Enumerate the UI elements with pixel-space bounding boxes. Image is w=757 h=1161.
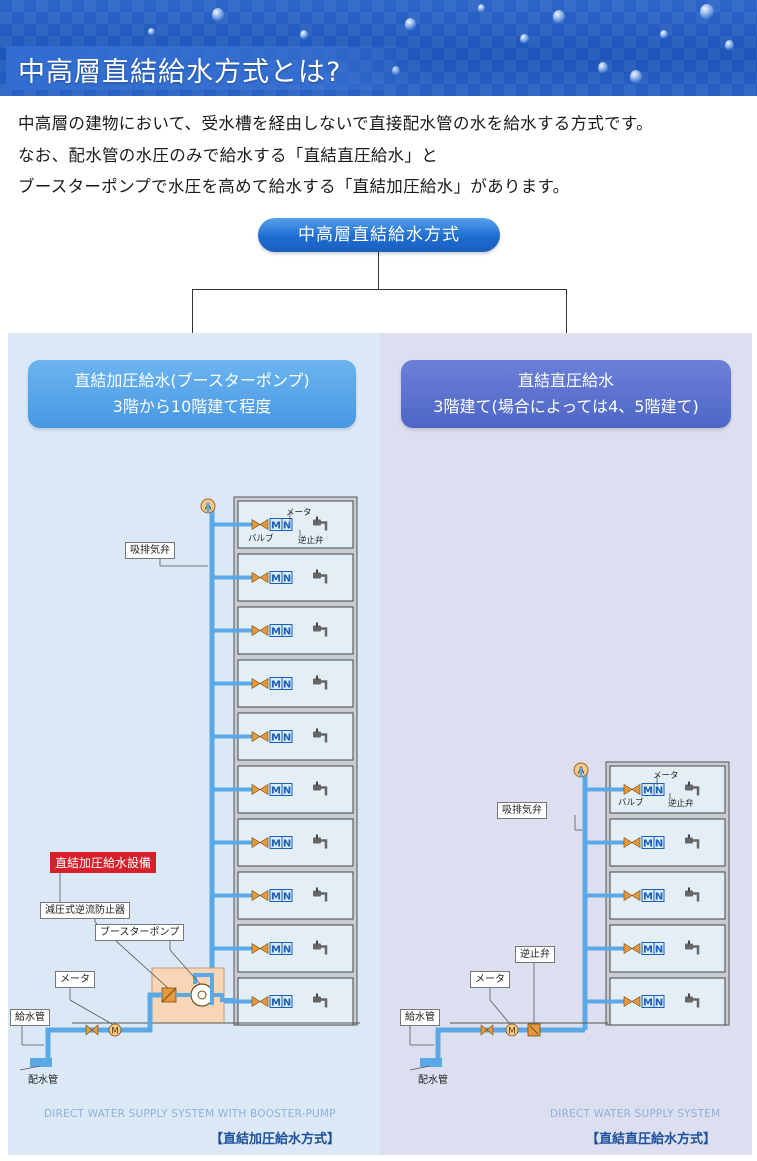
backflow-preventer-icon [161, 987, 177, 1003]
heading-line: 直結加圧給水(ブースターポンプ) [74, 371, 310, 390]
supply-pipe-label: 給水管 [10, 1009, 50, 1026]
water-drop [553, 10, 565, 24]
gate-valve-icon [85, 1024, 93, 1036]
main-pipe-label: 配水管 [28, 1075, 58, 1086]
main-pipe-label: 配水管 [418, 1075, 448, 1086]
supply-pipe-label: 給水管 [400, 1009, 440, 1026]
water-drop [520, 34, 529, 44]
gate-valve-icon [91, 1024, 99, 1036]
water-pipe [193, 973, 214, 1005]
air-valve-label: 吸排気弁 [497, 802, 547, 819]
booster-system-heading: 直結加圧給水(ブースターポンプ) 3階から10階建て程度 [28, 360, 356, 428]
leader-line [409, 1065, 431, 1071]
water-pipe [213, 993, 236, 1002]
meter-label-top: メータ [653, 771, 679, 781]
check-valve-callout: 逆止弁 [515, 946, 555, 963]
heading-line: 直結直圧給水 [517, 371, 614, 390]
water-drop [630, 70, 642, 84]
water-pipe [428, 1027, 585, 1065]
direct-system-caption-en: DIRECT WATER SUPPLY SYSTEM [550, 1108, 721, 1120]
heading-line: 3階から10階建て程度 [112, 397, 272, 416]
heading-line: 3階建て(場合によっては4、5階建て) [433, 397, 699, 416]
booster-system-caption-jp: 【直結加圧給水方式】 [210, 1132, 341, 1147]
title-bar [6, 46, 428, 90]
water-drop [212, 8, 224, 22]
booster-pump-label: ブースターポンプ [95, 924, 185, 941]
tree-connector [192, 289, 193, 361]
backflow-preventer-label: 減圧式逆流防止器 [40, 902, 130, 919]
direct-building: AM [409, 761, 730, 1071]
tree-connector [566, 289, 567, 361]
water-drop [300, 30, 308, 40]
water-drop [725, 40, 734, 51]
booster-building: AM [19, 496, 360, 1071]
leader-line [489, 999, 511, 1025]
meter-symbol: M [111, 1027, 119, 1037]
intro-line-2: なお、配水管の水圧のみで給水する「直結直圧給水」と [18, 146, 438, 165]
valve-label: バルブ [618, 798, 644, 808]
direct-system-caption-jp: 【直結直圧給水方式】 [586, 1132, 717, 1147]
leader-line [19, 1065, 41, 1071]
page-title: 中高層直結給水方式とは? [18, 57, 342, 88]
gate-valve-icon [486, 1024, 494, 1036]
water-drop [478, 4, 485, 13]
tree-connector [378, 252, 379, 289]
header-banner: 中高層直結給水方式とは? [0, 0, 757, 96]
water-drop [405, 18, 416, 31]
main-pipe [420, 1058, 442, 1067]
main-pipe [30, 1058, 52, 1067]
booster-pump-icon [190, 983, 214, 1007]
water-drop [660, 30, 668, 39]
meter-label-top: メータ [286, 508, 312, 518]
water-drop [700, 4, 714, 20]
check-valve-label: 逆止弁 [298, 536, 324, 546]
intro-line-3: ブースターポンプで水圧を高めて給水する「直結加圧給水」があります。 [18, 177, 570, 196]
meter-label: メータ [470, 971, 510, 988]
check-valve-label: 逆止弁 [668, 799, 694, 809]
water-pipe [38, 992, 162, 1065]
meter-icon [108, 1023, 122, 1037]
leader-line [69, 999, 113, 1025]
water-drop [598, 62, 608, 74]
water-drop [148, 28, 155, 36]
air-valve-label: 吸排気弁 [125, 542, 175, 559]
check-valve-icon [529, 1025, 539, 1035]
intro-line-1: 中高層の建物において、受水槽を経由しないで直接配水管の水を給水する方式です。 [18, 114, 653, 133]
leader-line [169, 949, 201, 985]
booster-system-caption-en: DIRECT WATER SUPPLY SYSTEM WITH BOOSTER-… [44, 1108, 336, 1120]
booster-equipment-label: 直結加圧給水設備 [50, 852, 157, 873]
meter-label: メータ [55, 971, 95, 988]
booster-pump-icon [197, 990, 207, 1000]
tree-connector [192, 289, 566, 290]
root-category-pill: 中高層直結給水方式 [258, 218, 500, 252]
direct-system-heading: 直結直圧給水 3階建て(場合によっては4、5階建て) [401, 360, 731, 428]
gate-valve-icon [480, 1024, 488, 1036]
meter-icon [505, 1023, 519, 1037]
valve-label: バルブ [248, 534, 274, 544]
meter-symbol: M [508, 1027, 516, 1037]
